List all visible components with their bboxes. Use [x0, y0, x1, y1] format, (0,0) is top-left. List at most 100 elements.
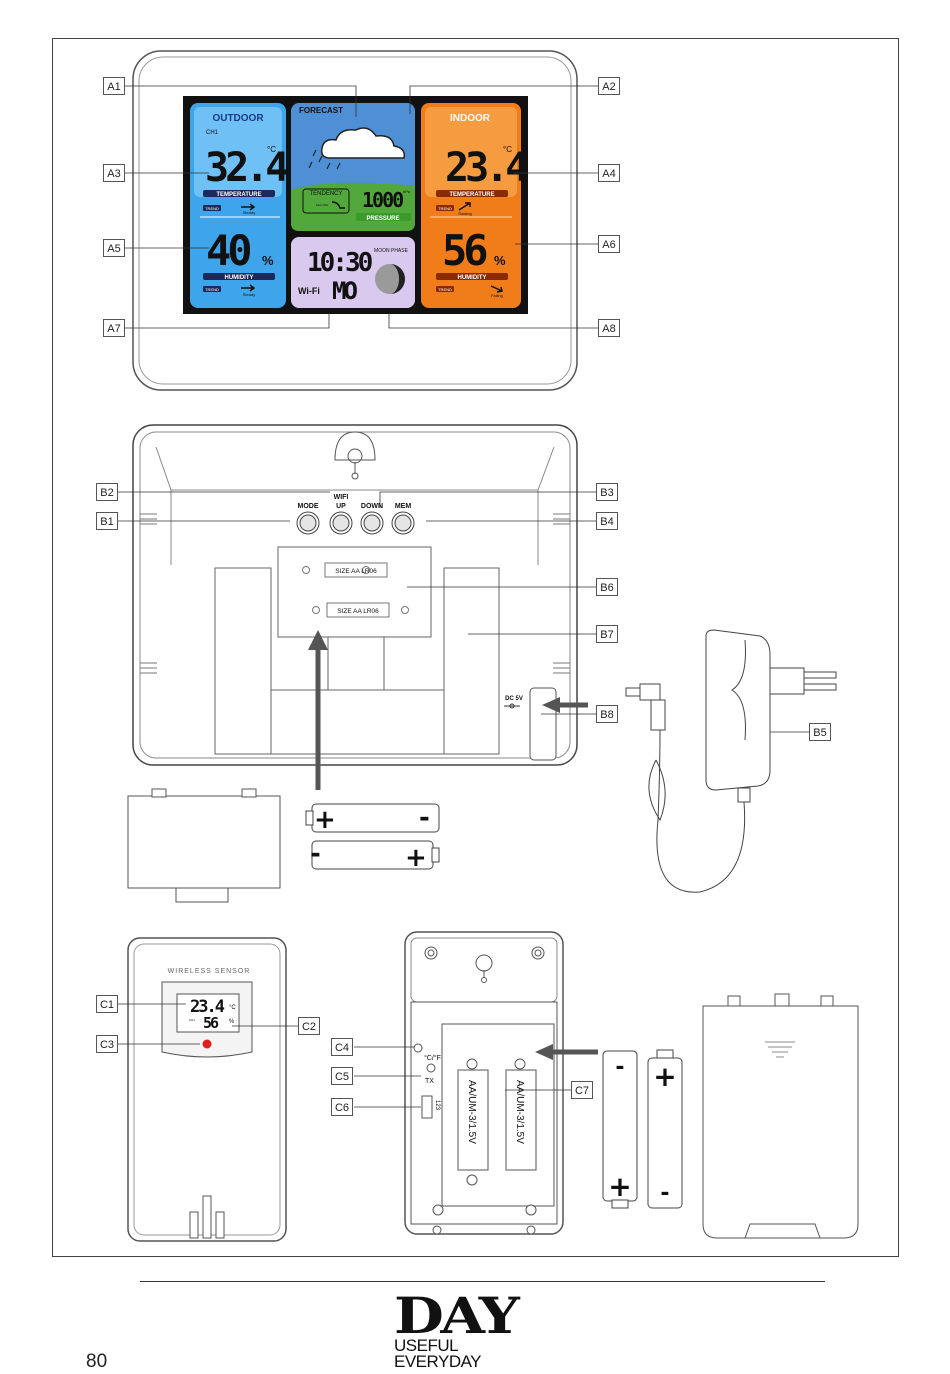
svg-text:UP: UP — [336, 503, 346, 510]
svg-text:TREND: TREND — [438, 287, 452, 292]
callout-a2: A2 — [598, 77, 620, 95]
footer-divider — [140, 1281, 825, 1282]
moon-icon — [375, 264, 405, 294]
svg-text:23.4: 23.4 — [190, 997, 225, 1017]
callout-a3: A3 — [103, 164, 125, 182]
svg-text:SIZE AA LR06: SIZE AA LR06 — [335, 568, 377, 575]
svg-text:-: - — [419, 803, 430, 833]
brand-wordmark: DAY — [394, 1286, 520, 1345]
svg-text:°C: °C — [267, 145, 276, 154]
callout-b2: B2 — [96, 483, 118, 501]
svg-text:CH1: CH1 — [206, 130, 219, 136]
callout-b6: B6 — [596, 578, 618, 596]
sensor-back-text: °C/°F TX 123 AA/UM-3/1.5V AA/UM-3/1.5V — [424, 1054, 525, 1144]
svg-text:°C: °C — [229, 1005, 236, 1011]
svg-text:-: - — [310, 839, 321, 869]
sensor-led — [202, 1039, 212, 1049]
svg-text:AA/UM-3/1.5V: AA/UM-3/1.5V — [466, 1080, 477, 1144]
callout-b4: B4 — [596, 512, 618, 530]
back-panel-text: MODE WIFI UP DOWN MEM SIZE AA LR06 SIZE … — [298, 494, 523, 702]
svg-text:TREND: TREND — [205, 206, 219, 211]
weekday: MO — [332, 277, 357, 305]
callout-c3: C3 — [96, 1035, 118, 1053]
svg-text:TREND: TREND — [438, 206, 452, 211]
callout-c7: C7 — [571, 1081, 593, 1099]
svg-text:+: + — [653, 1060, 676, 1093]
outdoor-temp: 32.4 — [205, 145, 288, 191]
callout-b1: B1 — [96, 512, 118, 530]
callout-a5: A5 — [103, 239, 125, 257]
callout-a8: A8 — [598, 319, 620, 337]
svg-text:MODE: MODE — [298, 503, 319, 510]
forecast-title: FORECAST — [299, 106, 343, 115]
svg-text:-: - — [660, 1181, 669, 1206]
callout-a1: A1 — [103, 77, 125, 95]
callout-a6: A6 — [598, 235, 620, 253]
svg-text:%: % — [229, 1019, 235, 1025]
svg-text:FALLING: FALLING — [316, 203, 329, 207]
svg-text:TREND: TREND — [205, 287, 219, 292]
callout-c1: C1 — [96, 995, 118, 1013]
svg-text:hPa: hPa — [403, 189, 411, 194]
power-adapter — [625, 629, 837, 893]
svg-text:WIFI: WIFI — [334, 494, 349, 501]
callout-c5: C5 — [331, 1067, 353, 1085]
clock-time: 10:30 — [307, 248, 373, 278]
indoor-temp: 23.4 — [445, 145, 528, 191]
brand-tagline-1: USEFUL — [394, 1336, 459, 1355]
svg-text:%: % — [494, 253, 506, 268]
svg-text:CH1: CH1 — [189, 1018, 195, 1022]
svg-text:Raising: Raising — [458, 211, 471, 216]
svg-text:+: + — [608, 1170, 631, 1203]
svg-text:AA/UM-3/1.5V: AA/UM-3/1.5V — [514, 1080, 525, 1144]
svg-text:MEM: MEM — [395, 503, 412, 510]
svg-text:56: 56 — [203, 1014, 219, 1032]
svg-text:°C: °C — [503, 145, 512, 154]
svg-text:°C/°F: °C/°F — [424, 1054, 441, 1062]
svg-text:DC 5V: DC 5V — [505, 696, 523, 702]
callout-b8: B8 — [596, 705, 618, 723]
callout-b3: B3 — [596, 483, 618, 501]
sensor-back — [404, 931, 564, 1235]
svg-text:TENDENCY: TENDENCY — [309, 191, 342, 197]
pressure-value: 1000 — [362, 188, 403, 212]
svg-text:Steady: Steady — [243, 292, 255, 297]
battery-cover — [127, 788, 281, 903]
callout-a7: A7 — [103, 319, 125, 337]
svg-text:HUMIDITY: HUMIDITY — [458, 275, 487, 281]
svg-text:PRESSURE: PRESSURE — [366, 216, 399, 222]
page-frame — [52, 38, 899, 1257]
svg-text:WIRELESS SENSOR: WIRELESS SENSOR — [168, 968, 251, 975]
brand-tagline-2: EVERYDAY — [394, 1352, 482, 1371]
indoor-title: INDOOR — [450, 113, 491, 124]
callout-b5: B5 — [809, 723, 831, 741]
svg-text:MOON PHASE: MOON PHASE — [374, 248, 409, 254]
svg-text:TEMPERATURE: TEMPERATURE — [449, 192, 494, 198]
svg-text:123: 123 — [434, 1100, 440, 1111]
sensor-cover — [702, 993, 859, 1239]
svg-text:%: % — [262, 253, 274, 268]
cloud-icon — [320, 127, 406, 159]
svg-text:TEMPERATURE: TEMPERATURE — [216, 192, 261, 198]
front-device: OUTDOOR CH1 32.4 °C TEMPERATURE TREND St… — [122, 50, 600, 391]
svg-text:-: - — [615, 1055, 624, 1080]
svg-text:Falling: Falling — [491, 293, 503, 298]
sensor-front — [127, 937, 287, 1242]
brand-logo: DAY USEFUL EVERYDAY — [394, 1291, 520, 1371]
outdoor-humidity: 40 — [206, 226, 250, 275]
callout-c4: C4 — [331, 1038, 353, 1056]
batteries-vertical — [602, 1049, 683, 1209]
sensor-front-text: WIRELESS SENSOR 23.4 °C CH1 56 % — [168, 968, 251, 1032]
page-number: 80 — [86, 1351, 108, 1372]
callout-c6: C6 — [331, 1098, 353, 1116]
indoor-humidity: 56 — [442, 226, 487, 275]
svg-text:DOWN: DOWN — [361, 503, 383, 510]
svg-text:+: + — [314, 805, 336, 835]
svg-text:SIZE AA LR06: SIZE AA LR06 — [337, 608, 379, 615]
svg-text:Wi-Fi: Wi-Fi — [298, 286, 320, 296]
batteries-horizontal — [305, 803, 440, 870]
svg-text:HUMIDITY: HUMIDITY — [225, 275, 254, 281]
back-device — [132, 424, 578, 766]
callout-c2: C2 — [298, 1017, 320, 1035]
